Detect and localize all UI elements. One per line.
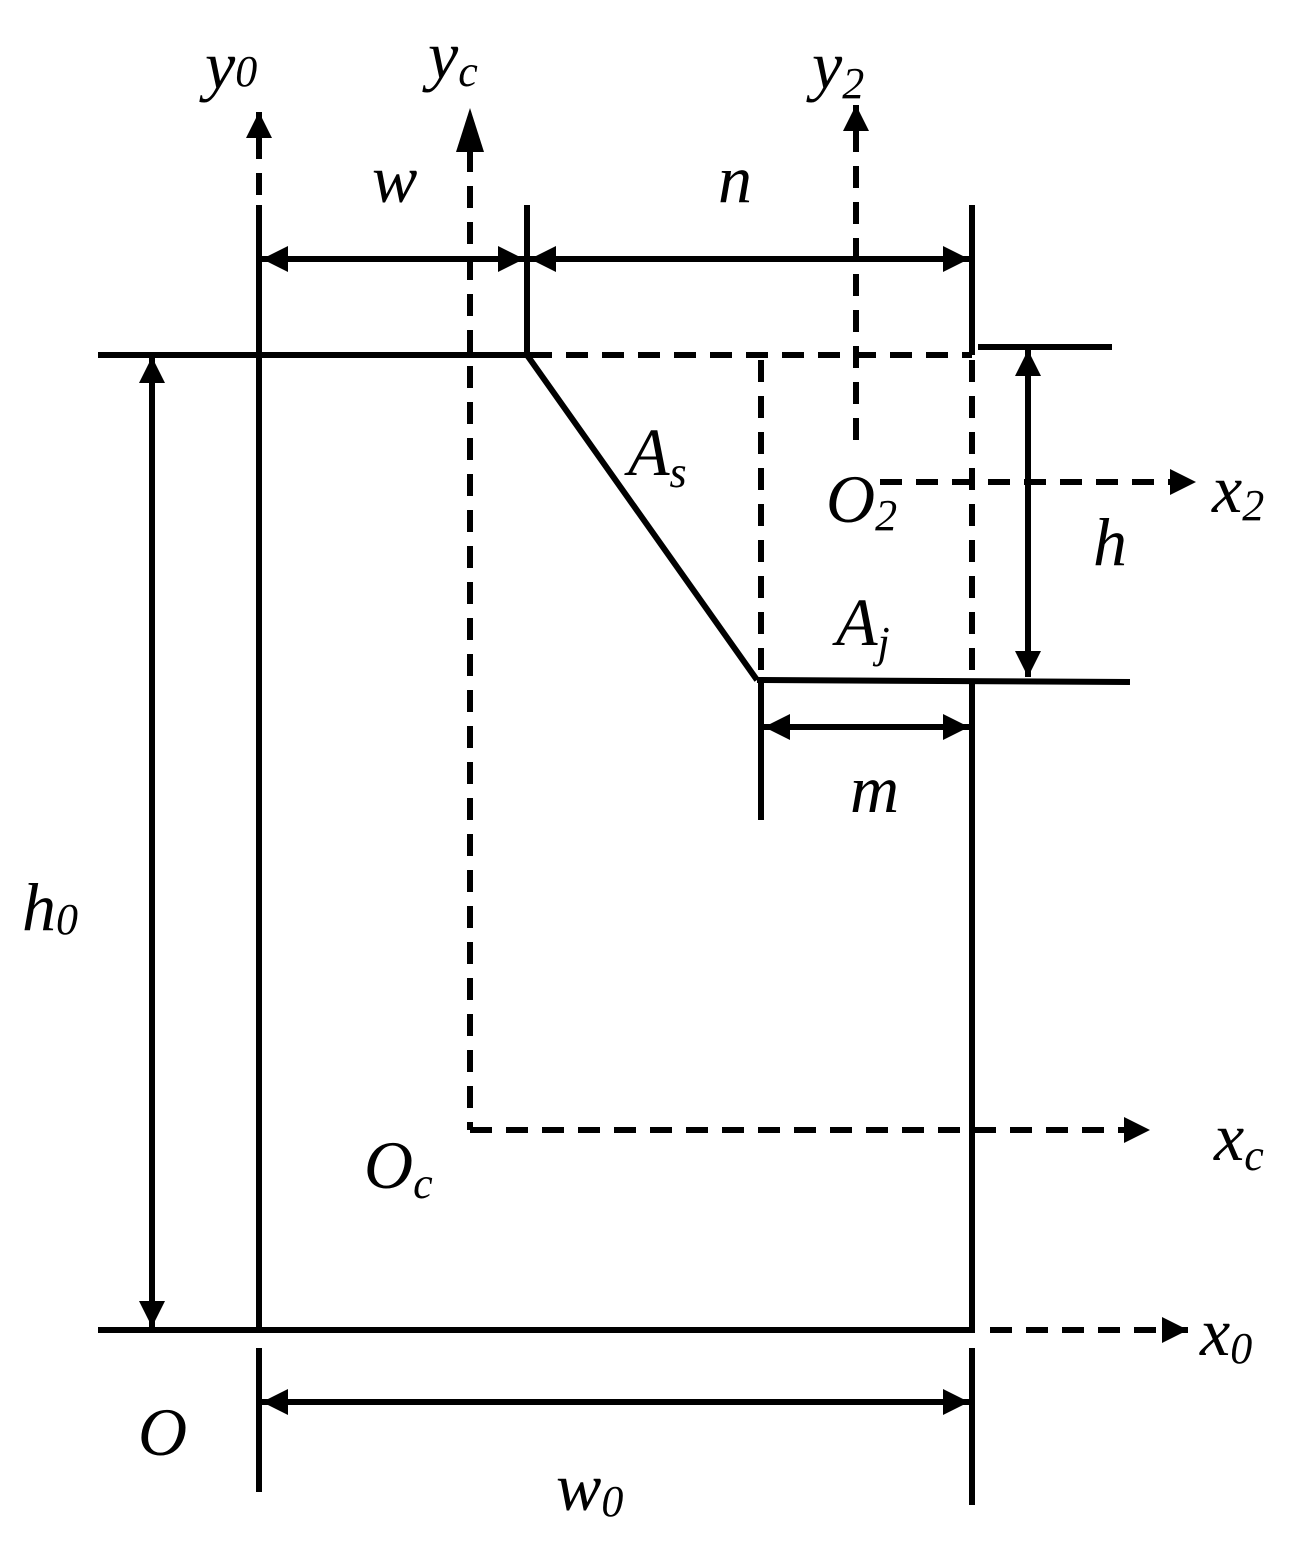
- label-x0: x0: [1199, 1294, 1252, 1373]
- label-y0: y0: [199, 27, 257, 103]
- label-Aj: Aj: [832, 584, 890, 667]
- label-Oc: Oc: [364, 1127, 433, 1208]
- label-n: n: [718, 141, 752, 217]
- label-w: w: [372, 141, 417, 217]
- notch-bottom-edge: [756, 677, 1131, 685]
- label-h0: h0: [22, 869, 78, 945]
- label-O: O: [138, 1394, 187, 1470]
- label-h: h: [1093, 504, 1127, 580]
- label-x2: x2: [1211, 451, 1264, 530]
- label-As: As: [624, 414, 687, 497]
- label-m: m: [850, 751, 899, 827]
- label-yc: yc: [422, 17, 478, 96]
- label-y2: y2: [806, 27, 864, 108]
- label-xc: xc: [1213, 1099, 1264, 1180]
- yc-axis-arrow: [456, 108, 484, 152]
- chamfer-edge: [524, 353, 760, 682]
- label-w0: w0: [556, 1449, 623, 1526]
- label-O2: O2: [826, 461, 897, 540]
